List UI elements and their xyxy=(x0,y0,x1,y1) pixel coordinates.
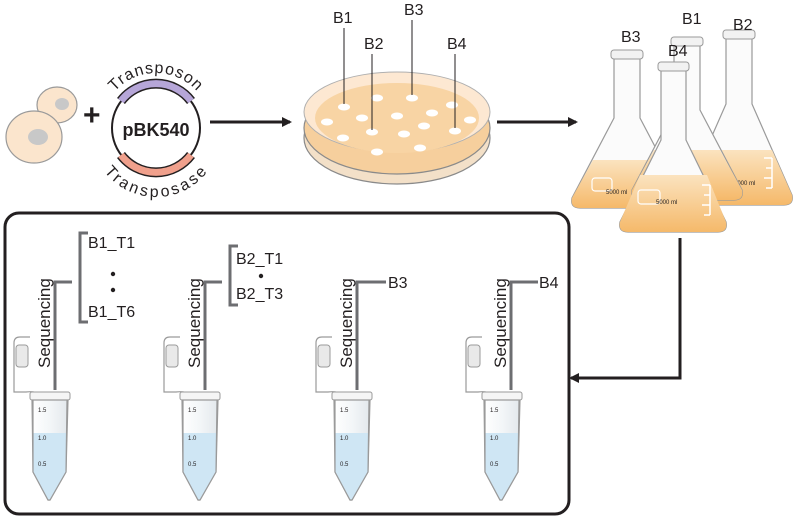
flask-b4: 5000 ml xyxy=(619,61,727,233)
flask-b3-decor: 5000 ml xyxy=(591,177,627,196)
b1-t1-label: B1_T1 xyxy=(88,235,135,252)
tube-mark-0-5: 0.5 xyxy=(340,462,349,468)
tube-group-b2: 1.5 1.0 0.5 Sequencing B2_T1 B2_T3 xyxy=(163,244,283,501)
tube-mark-1-0: 1.0 xyxy=(188,436,197,442)
tube-group-b3: 1.5 1.0 0.5 Sequencing B3 xyxy=(315,275,408,501)
tube-mark-1-5: 1.5 xyxy=(490,408,499,414)
tube-mark-0-5: 0.5 xyxy=(490,462,499,468)
sequencing-panel xyxy=(3,211,571,516)
flask-label-b1: B1 xyxy=(682,11,702,28)
tube-mark-0-5: 0.5 xyxy=(188,462,197,468)
tube-group-b4: 1.5 1.0 0.5 Sequencing B4 xyxy=(465,275,559,501)
transposon-label: Transposon xyxy=(105,60,206,95)
tube-mark-1-5: 1.5 xyxy=(38,408,47,414)
b2-t3-label: B2_T3 xyxy=(236,286,283,303)
b2-t1-label: B2_T1 xyxy=(236,251,283,268)
tube-group-b1: 1.5 1.0 0.5 Sequencing B1_T1 B1_T6 xyxy=(13,231,135,501)
b4-label: B4 xyxy=(539,275,559,292)
tube-mark-1-0: 1.0 xyxy=(490,436,499,442)
plate-label-b2: B2 xyxy=(364,36,384,53)
tube-mark-1-5: 1.5 xyxy=(188,408,197,414)
plasmid-icon xyxy=(111,78,201,178)
sequencing-label-3: Sequencing xyxy=(337,278,356,368)
tube-mark-1-0: 1.0 xyxy=(340,436,349,442)
flask-label-b4: B4 xyxy=(668,43,688,60)
yeast-cell-icon xyxy=(5,86,78,164)
plate-label-b1: B1 xyxy=(333,10,353,27)
plus-sign: + xyxy=(83,99,101,132)
b3-label: B3 xyxy=(388,275,408,292)
flask-b2-volume: 5000 ml xyxy=(734,181,755,187)
tube-mark-1-0: 1.0 xyxy=(38,436,47,442)
arrow-flasks-to-sequencing xyxy=(569,238,682,383)
plate-pointer-lines xyxy=(343,20,456,130)
plasmid-name: pBK540 xyxy=(122,120,189,140)
sequencing-label-1: Sequencing xyxy=(35,278,54,368)
flask-label-b3: B3 xyxy=(621,29,641,46)
sequencing-label-2: Sequencing xyxy=(185,278,204,368)
sequencing-label-4: Sequencing xyxy=(491,278,510,368)
flask-b3-volume: 5000 ml xyxy=(606,190,627,196)
plate-label-b4: B4 xyxy=(447,36,467,53)
plate-label-b3: B3 xyxy=(404,2,424,19)
colonies xyxy=(321,94,476,156)
petri-dish-icon xyxy=(303,71,491,185)
flask-b4-volume: 5000 ml xyxy=(656,200,677,206)
flask-label-b2: B2 xyxy=(733,17,753,34)
tube-mark-1-5: 1.5 xyxy=(340,408,349,414)
b1-t6-label: B1_T6 xyxy=(88,304,135,321)
tube-mark-0-5: 0.5 xyxy=(38,462,47,468)
